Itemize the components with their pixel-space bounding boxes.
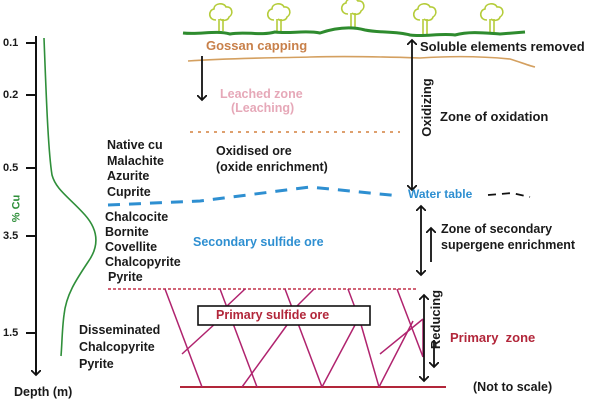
water-table-label: Water table <box>408 187 473 201</box>
zone-of-oxidation-label: Zone of oxidation <box>440 109 549 124</box>
mineral-azurite: Azurite <box>107 169 150 183</box>
water-table-line <box>107 185 401 207</box>
tick-label-0.2: 0.2 <box>3 89 19 101</box>
tick-label-0.1: 0.1 <box>3 37 19 49</box>
tree-icon <box>208 3 233 31</box>
tree-icon <box>340 0 365 28</box>
leaching-label: (Leaching) <box>231 101 295 115</box>
depth-axis <box>26 36 36 375</box>
reducing-label: Reducing <box>428 289 444 350</box>
tick-label-1.5: 1.5 <box>3 327 19 339</box>
mineral-native-cu: Native cu <box>107 138 163 152</box>
mineral-cuprite: Cuprite <box>107 184 151 199</box>
oxide-minerals-list: Native cu Malachite Azurite Cuprite <box>107 138 164 200</box>
oxidised-ore-label: Oxidised ore <box>216 144 292 158</box>
mineral-disseminated: Disseminated <box>79 323 161 337</box>
cu-percent-label: % Cu <box>10 194 23 223</box>
not-to-scale-note: (Not to scale) <box>473 380 553 394</box>
gossan-base-line <box>187 55 536 68</box>
gossan-label: Gossan capping <box>206 38 308 53</box>
tree-icon <box>479 3 504 32</box>
depth-axis-title: Depth (m) <box>14 385 73 399</box>
primary-sulfide-label: Primary sulfide ore <box>216 308 330 322</box>
cu-grade-curve <box>43 37 97 357</box>
tick-label-3.5: 3.5 <box>3 230 19 242</box>
mineral-malachite: Malachite <box>107 153 164 168</box>
mineral-pyrite-primary: Pyrite <box>79 357 114 371</box>
mineral-chalcopyrite-primary: Chalcopyrite <box>79 340 155 354</box>
secondary-zone-label-2: supergene enrichment <box>441 238 576 252</box>
leached-zone-label: Leached zone <box>220 87 303 101</box>
secondary-minerals-list: Chalcocite Bornite Covellite Chalcopyrit… <box>105 210 181 285</box>
tree-icon <box>266 3 291 32</box>
secondary-sulfide-label: Secondary sulfide ore <box>193 235 324 249</box>
secondary-zone-label-1: Zone of secondary <box>441 222 553 236</box>
soluble-elements-label: Soluble elements removed <box>420 39 585 54</box>
oxide-enrichment-label: (oxide enrichment) <box>216 160 328 174</box>
primary-zone-label: Primary zone <box>450 330 536 345</box>
mineral-covellite: Covellite <box>105 240 158 254</box>
tree-icon <box>412 3 437 34</box>
ground-surface <box>182 26 526 38</box>
oxidizing-label: Oxidizing <box>418 78 434 137</box>
mineral-bornite: Bornite <box>105 225 149 239</box>
mineral-chalcocite: Chalcocite <box>105 210 169 224</box>
mineral-chalcopyrite: Chalcopyrite <box>105 255 181 269</box>
trees <box>208 0 504 34</box>
tick-label-0.5: 0.5 <box>3 162 19 174</box>
mineral-pyrite: Pyrite <box>108 270 143 284</box>
water-table-extension <box>487 192 531 198</box>
primary-sulfide-box <box>197 305 371 326</box>
primary-minerals-list: Disseminated Chalcopyrite Pyrite <box>79 322 160 373</box>
primary-vein-network <box>164 288 424 388</box>
